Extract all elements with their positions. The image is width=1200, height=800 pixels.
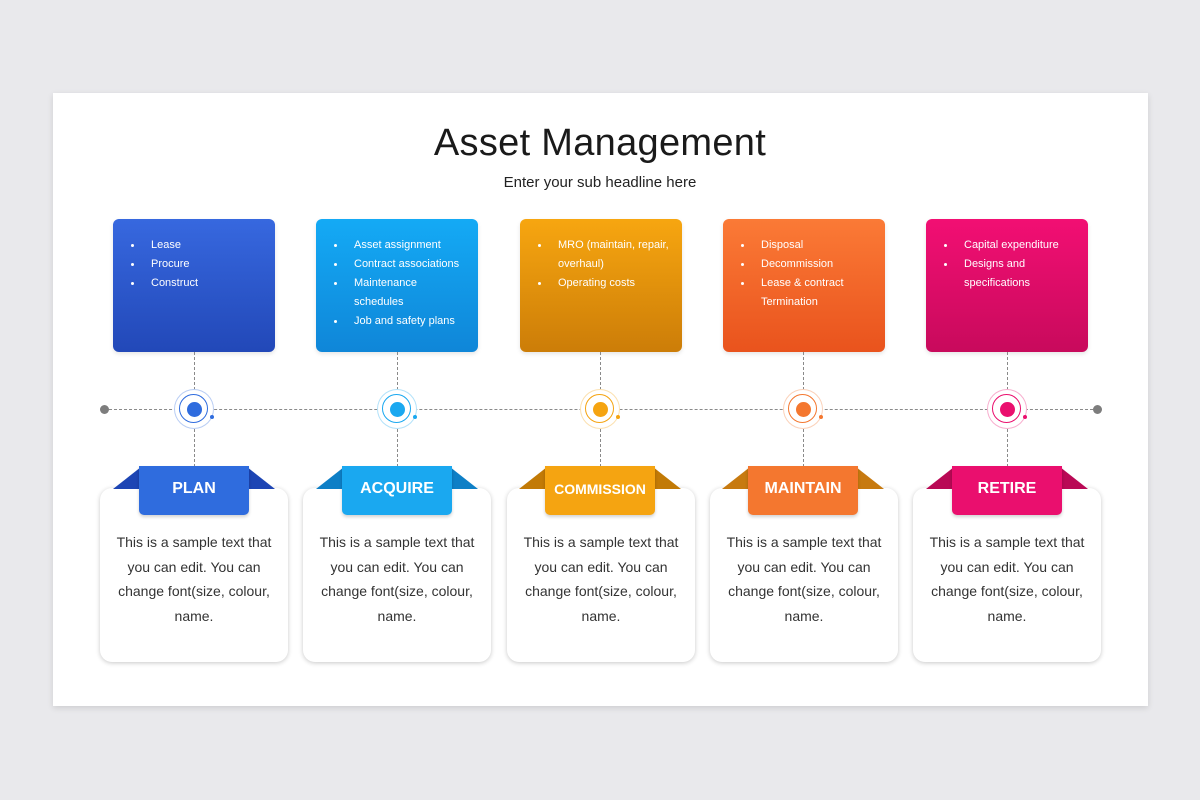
bullet-item: Asset assignment xyxy=(332,236,468,255)
bullet-item: Lease xyxy=(129,236,265,255)
bullet-item: Capital expenditure xyxy=(942,236,1078,255)
page-subtitle: Enter your sub headline here xyxy=(503,174,697,191)
stage-label-tab: ACQUIRE xyxy=(342,466,452,515)
stage-description-card: This is a sample text that you can edit.… xyxy=(303,488,491,662)
bullet-item: Lease & contract Termination xyxy=(739,274,875,312)
stage-description-text: This is a sample text that you can edit.… xyxy=(319,534,475,624)
stage-details-card: MRO (maintain, repair, overhaul)Operatin… xyxy=(520,219,682,352)
timeline-end-dot xyxy=(1093,405,1102,414)
bullet-item: Job and safety plans xyxy=(332,312,468,331)
bullet-item: Operating costs xyxy=(536,274,672,293)
stage-label-tab: PLAN xyxy=(139,466,249,515)
page-title: Asset Management xyxy=(433,122,767,164)
timeline-start-dot xyxy=(100,405,109,414)
bullet-item: Designs and specifications xyxy=(942,255,1078,293)
stage-description-card: This is a sample text that you can edit.… xyxy=(507,488,695,662)
stage-description-text: This is a sample text that you can edit.… xyxy=(726,534,882,624)
stage-description-card: This is a sample text that you can edit.… xyxy=(710,488,898,662)
bullet-item: Maintenance schedules xyxy=(332,274,468,312)
stage-label-tab: RETIRE xyxy=(952,466,1062,515)
stage-description-text: This is a sample text that you can edit.… xyxy=(523,534,679,624)
bullet-item: Construct xyxy=(129,274,265,293)
bullet-item: MRO (maintain, repair, overhaul) xyxy=(536,236,672,274)
stage-description-card: This is a sample text that you can edit.… xyxy=(913,488,1101,662)
bullet-item: Procure xyxy=(129,255,265,274)
timeline-line xyxy=(104,409,1098,410)
bullet-item: Disposal xyxy=(739,236,875,255)
stage-description-text: This is a sample text that you can edit.… xyxy=(929,534,1085,624)
bullet-item: Decommission xyxy=(739,255,875,274)
bullet-item: Contract associations xyxy=(332,255,468,274)
stage-description-card: This is a sample text that you can edit.… xyxy=(100,488,288,662)
bullet-list: MRO (maintain, repair, overhaul)Operatin… xyxy=(536,236,672,293)
stage-label-tab: MAINTAIN xyxy=(748,466,858,515)
stage-label-tab: COMMISSION xyxy=(545,466,655,515)
stage-description-text: This is a sample text that you can edit.… xyxy=(116,534,272,624)
